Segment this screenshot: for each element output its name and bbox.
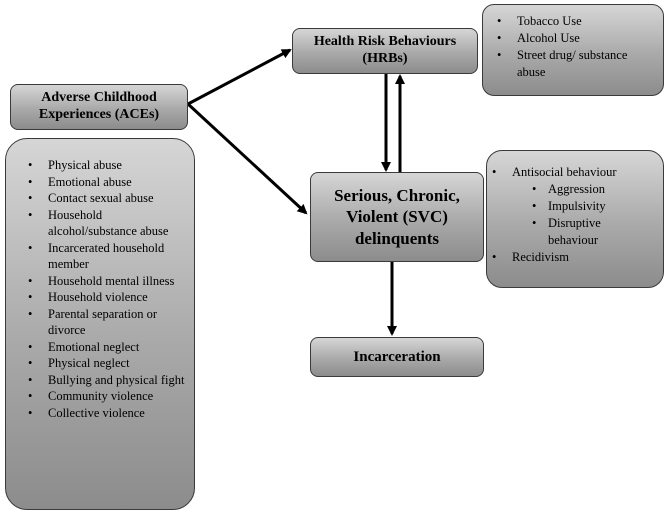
list-item: Bullying and physical fight — [28, 372, 188, 389]
arrow-aces-to-hrbs — [187, 48, 292, 106]
list-item: Household mental illness — [28, 273, 188, 290]
list-item: Collective violence — [28, 405, 188, 422]
svc-title-line1: Serious, Chronic, — [334, 186, 460, 206]
arrow-aces-to-svc — [186, 102, 308, 215]
incarceration-node: Incarceration — [310, 337, 484, 377]
svc-title-line2: Violent (SVC) — [346, 207, 448, 227]
svc-title-line3: delinquents — [354, 228, 440, 248]
svc-list-box: Antisocial behaviour Aggression Impulsiv… — [486, 150, 664, 288]
aces-title-line1: Adverse Childhood — [41, 90, 157, 106]
aces-list-box: Physical abuse Emotional abuse Contact s… — [5, 138, 195, 510]
hrbs-node: Health Risk Behaviours (HRBs) — [292, 28, 478, 74]
list-item: Incarcerated household member — [28, 240, 188, 273]
list-item: Contact sexual abuse — [28, 190, 188, 207]
list-item: Community violence — [28, 388, 188, 405]
list-item: Recidivism — [492, 249, 652, 266]
hrbs-list-box: Tobacco Use Alcohol Use Street drug/ sub… — [482, 4, 664, 96]
svc-node: Serious, Chronic, Violent (SVC) delinque… — [310, 172, 484, 262]
incarceration-label: Incarceration — [353, 349, 441, 365]
aces-title-line2: Experiences (ACEs) — [38, 107, 160, 122]
list-item: Antisocial behaviour — [492, 164, 652, 181]
list-item: Alcohol Use — [497, 30, 657, 47]
list-item: Household alcohol/substance abuse — [28, 207, 188, 240]
hrbs-title-line1: Health Risk Behaviours — [313, 34, 457, 50]
hrbs-title-line2: (HRBs) — [362, 51, 408, 66]
list-item: Tobacco Use — [497, 13, 657, 30]
svc-list: Antisocial behaviour Aggression Impulsiv… — [492, 164, 652, 266]
list-item: Physical abuse — [28, 157, 188, 174]
sub-list-item: Aggression — [532, 181, 652, 198]
aces-list: Physical abuse Emotional abuse Contact s… — [28, 157, 188, 422]
aces-node: Adverse Childhood Experiences (ACEs) — [10, 84, 188, 130]
hrbs-list: Tobacco Use Alcohol Use Street drug/ sub… — [497, 13, 657, 81]
list-item: Physical neglect — [28, 355, 188, 372]
list-item: Street drug/ substance abuse — [497, 47, 657, 81]
list-item: Emotional neglect — [28, 339, 188, 356]
sub-list-item: Disruptive behaviour — [532, 215, 652, 249]
list-item: Emotional abuse — [28, 174, 188, 191]
sub-list-item: Impulsivity — [532, 198, 652, 215]
list-item: Parental separation or divorce — [28, 306, 188, 339]
list-item: Household violence — [28, 289, 188, 306]
